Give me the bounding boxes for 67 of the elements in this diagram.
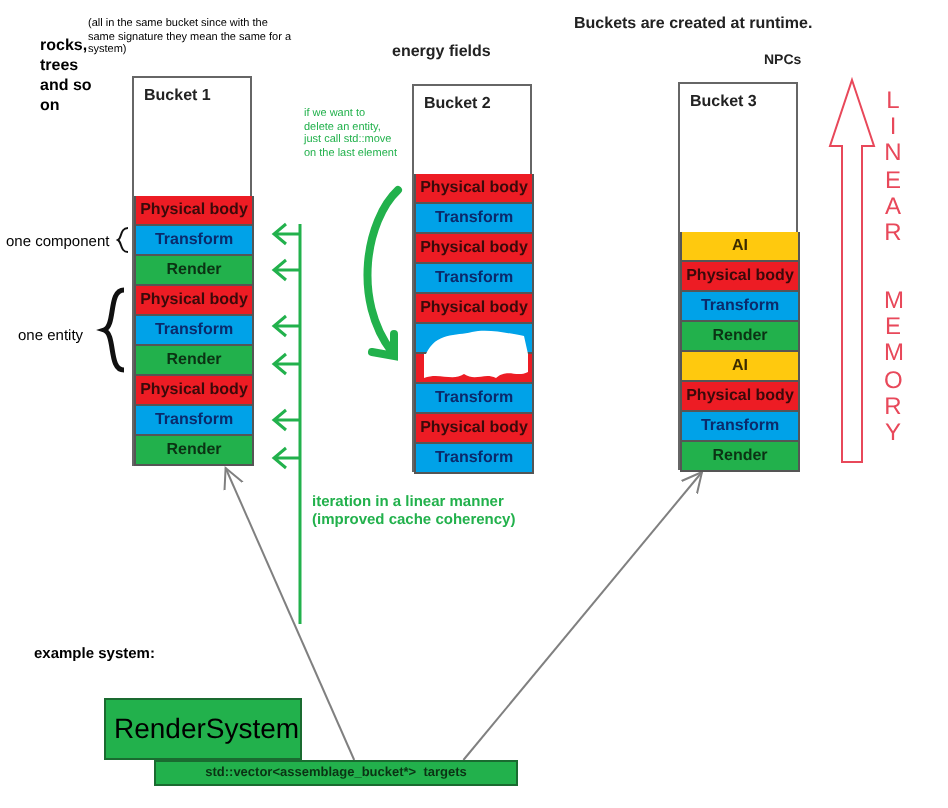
cell-label: Transform xyxy=(700,294,780,318)
system-name: RenderSystem xyxy=(112,710,300,744)
component-cell xyxy=(134,376,254,406)
component-cell xyxy=(414,234,534,264)
cell-label: Render xyxy=(166,258,222,282)
cell-label: Physical body xyxy=(140,288,248,312)
cell-label: Physical body xyxy=(420,236,528,260)
component-cell xyxy=(134,196,254,226)
component-cell xyxy=(134,286,254,316)
vertical-label: MEMORY xyxy=(884,288,902,447)
cell-label: Physical body xyxy=(140,378,248,402)
component-cell xyxy=(414,264,534,294)
vertical-label: LINEAR xyxy=(884,88,902,247)
bucket-title: Bucket 2 xyxy=(422,92,493,116)
cell-label: Transform xyxy=(434,446,514,470)
erased-cell xyxy=(414,354,534,384)
component-cell xyxy=(680,412,800,442)
component-cell xyxy=(134,256,254,286)
component-cell xyxy=(680,232,800,262)
component-cell xyxy=(414,294,534,324)
cell-label: Physical body xyxy=(420,296,528,320)
cell-label: AI xyxy=(732,234,748,258)
system-box xyxy=(104,698,302,760)
bucket-box xyxy=(412,84,532,472)
bucket-box xyxy=(132,76,252,466)
cell-label: Transform xyxy=(700,414,780,438)
component-cell xyxy=(680,382,800,412)
component-cell xyxy=(134,346,254,376)
component-cell xyxy=(680,442,800,472)
bucket-title: Bucket 3 xyxy=(688,90,759,114)
component-cell xyxy=(134,316,254,346)
note-text: Buckets are created at runtime. xyxy=(574,12,813,36)
component-cell xyxy=(134,226,254,256)
cell-label: Render xyxy=(166,348,222,372)
cell-label: Render xyxy=(712,324,768,348)
cell-label: Transform xyxy=(434,206,514,230)
bucket-title: Bucket 1 xyxy=(142,84,213,108)
group-caption: energy fields xyxy=(392,40,491,64)
component-cell xyxy=(680,262,800,292)
cell-label: Physical body xyxy=(686,264,794,288)
component-cell xyxy=(414,174,534,204)
component-cell xyxy=(680,292,800,322)
cell-label: Transform xyxy=(434,386,514,410)
arrow xyxy=(223,467,356,761)
cell-label: Physical body xyxy=(420,176,528,200)
cell-label: Transform xyxy=(154,228,234,252)
component-cell xyxy=(680,352,800,382)
component-cell xyxy=(414,414,534,444)
cell-label: Render xyxy=(166,438,222,462)
cell-label: AI xyxy=(732,354,748,378)
arrow xyxy=(462,471,703,761)
component-cell xyxy=(414,384,534,414)
cell-label: Transform xyxy=(154,318,234,342)
bucket-box xyxy=(678,82,798,470)
cell-label: Physical body xyxy=(420,416,528,440)
component-cell xyxy=(134,406,254,436)
cell-label: Transform xyxy=(154,408,234,432)
component-cell xyxy=(680,322,800,352)
erased-cell xyxy=(414,324,534,354)
cell-label: Physical body xyxy=(686,384,794,408)
field-box xyxy=(154,760,518,786)
cell-label: Physical body xyxy=(140,198,248,222)
component-cell xyxy=(414,444,534,474)
component-cell xyxy=(414,204,534,234)
component-cell xyxy=(134,436,254,466)
cell-label: Transform xyxy=(434,266,514,290)
cell-label: Render xyxy=(712,444,768,468)
